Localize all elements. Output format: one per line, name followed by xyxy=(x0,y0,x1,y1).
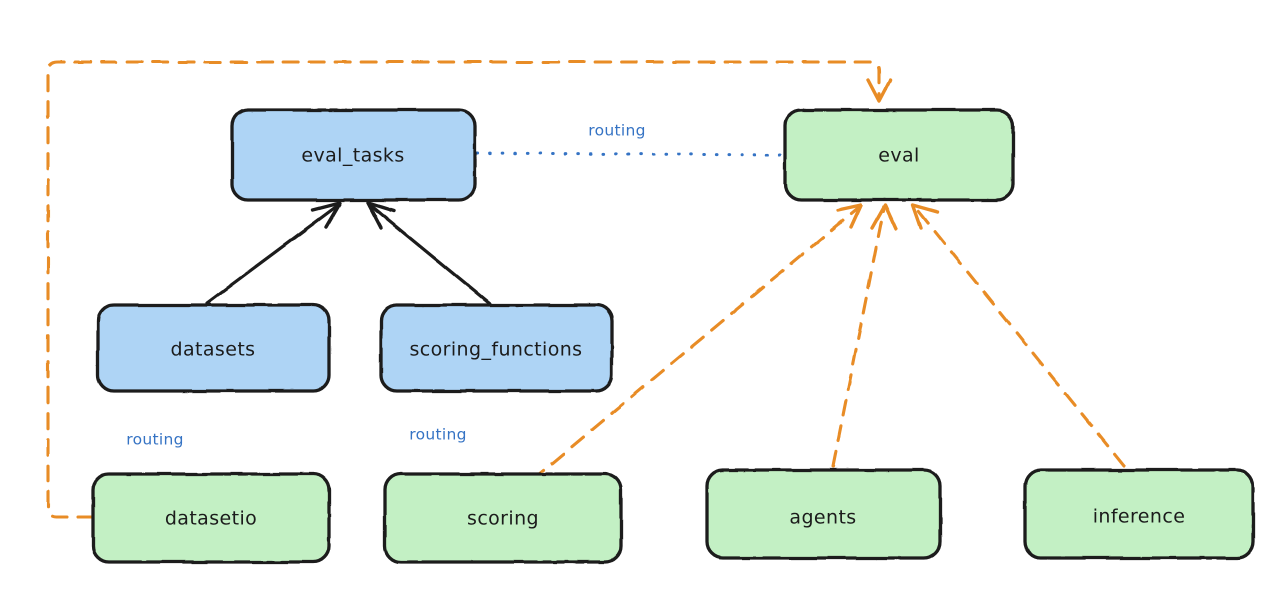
edge-path-scoring_functions-eval_tasks xyxy=(369,204,491,305)
edge-scoring-eval xyxy=(530,203,863,482)
edge-inference-eval xyxy=(911,203,1126,468)
node-shape-eval xyxy=(783,108,1015,202)
node-label-eval_tasks: eval_tasks xyxy=(301,145,404,167)
node-label-scoring: scoring xyxy=(467,508,539,530)
node-scoring_functions[interactable]: scoring_functions xyxy=(379,303,614,393)
edge-agents-eval xyxy=(831,203,898,468)
arrowhead-inference-eval xyxy=(911,203,940,230)
edge-path-eval_tasks-eval xyxy=(475,151,785,157)
arrowhead-scoring_functions-eval_tasks xyxy=(366,201,396,230)
node-shape-scoring_functions xyxy=(379,303,614,393)
node-shape-inference xyxy=(1023,468,1255,560)
edge-path-datasets-eval_tasks xyxy=(205,204,339,305)
arrowhead-scoring-eval xyxy=(836,203,863,229)
edge-scoring_functions-eval_tasks xyxy=(366,201,491,305)
node-shape-agents xyxy=(705,468,942,560)
node-shape-datasetio xyxy=(91,472,331,564)
arrowhead-datasets-eval_tasks xyxy=(311,201,342,229)
edge-path-agents-eval xyxy=(831,206,886,468)
edge-layer xyxy=(46,60,1126,519)
node-label-inference: inference xyxy=(1093,506,1186,528)
arrowhead-agents-eval xyxy=(870,203,898,231)
node-scoring[interactable]: scoring xyxy=(383,472,623,564)
edge-label-datasets-datasetio: routing xyxy=(126,431,184,449)
edge-path-datasetio-eval xyxy=(46,60,881,519)
edge-eval_tasks-eval xyxy=(475,151,785,157)
edge-datasetio-eval xyxy=(46,60,892,519)
node-datasets[interactable]: datasets xyxy=(96,303,331,393)
edge-label-layer: routing routing routing xyxy=(126,122,646,449)
node-label-agents: agents xyxy=(789,507,856,529)
node-label-datasetio: datasetio xyxy=(165,508,257,530)
node-eval[interactable]: eval xyxy=(783,108,1015,202)
node-eval_tasks[interactable]: eval_tasks xyxy=(230,108,477,202)
edge-path-scoring-eval xyxy=(530,206,860,482)
arrowhead-datasetio-eval xyxy=(866,78,892,103)
node-layer: eval_tasks eval datasets scoring_functio… xyxy=(91,108,1255,564)
node-shape-eval_tasks xyxy=(230,108,477,202)
node-shape-scoring xyxy=(383,472,623,564)
edge-label-scoring_functions-scoring: routing xyxy=(409,426,467,444)
node-label-scoring_functions: scoring_functions xyxy=(410,339,583,361)
node-datasetio[interactable]: datasetio xyxy=(91,472,331,564)
edge-label-eval_tasks-eval: routing xyxy=(588,122,646,140)
edge-path-inference-eval xyxy=(914,206,1126,468)
edge-datasets-eval_tasks xyxy=(205,201,342,305)
node-inference[interactable]: inference xyxy=(1023,468,1255,560)
node-label-eval: eval xyxy=(878,145,919,167)
node-agents[interactable]: agents xyxy=(705,468,942,560)
node-shape-datasets xyxy=(96,303,331,393)
node-label-datasets: datasets xyxy=(171,339,256,361)
